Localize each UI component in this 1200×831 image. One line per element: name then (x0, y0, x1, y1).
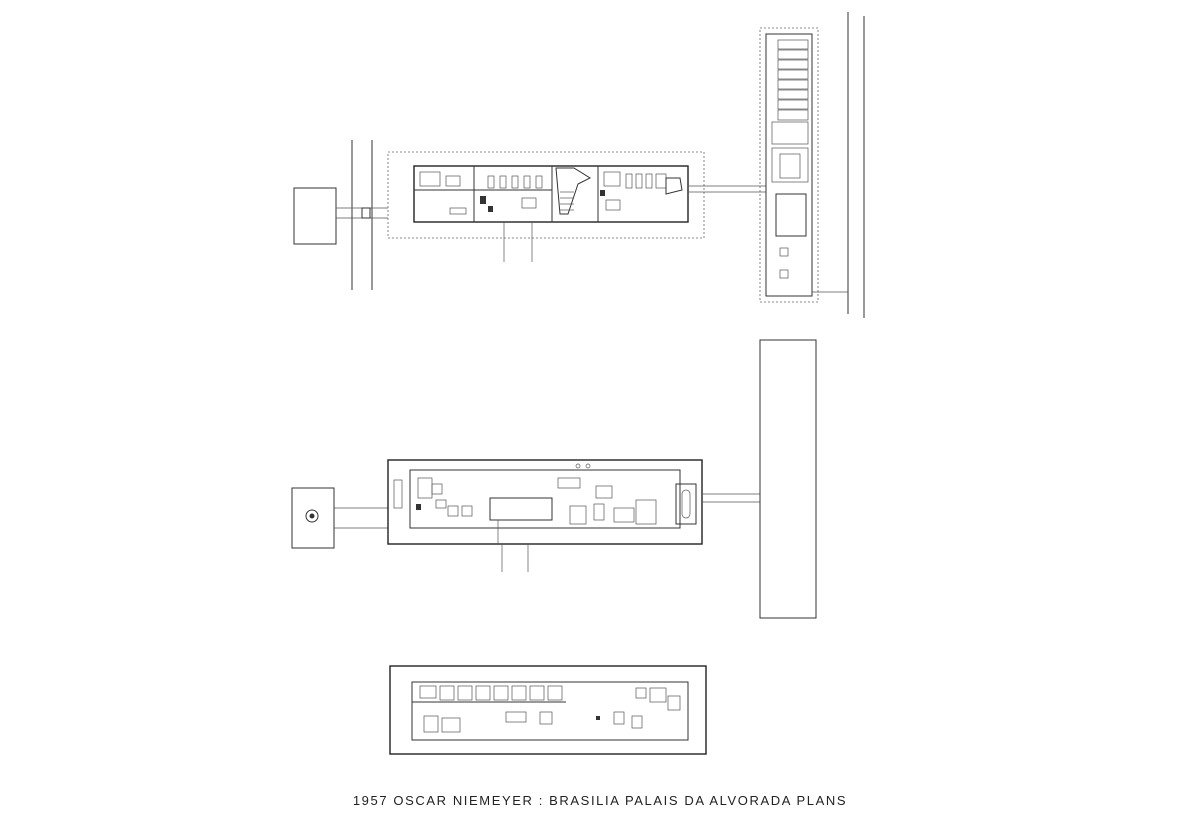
outer-frame (387, 459, 703, 545)
annex-outline (765, 33, 813, 297)
bridge-detail (361, 207, 371, 219)
annex-block (759, 339, 817, 619)
inner-outline (411, 681, 689, 741)
lower-floor-plan (389, 665, 707, 755)
plan-caption: 1957 OSCAR NIEMEYER : BRASILIA PALAIS DA… (352, 793, 848, 808)
floor-plans-drawing (291, 12, 865, 755)
chapel-block (293, 187, 337, 245)
chapel-symbol (305, 509, 319, 523)
perimeter-dashed (387, 151, 705, 239)
interior-rooms (412, 685, 681, 733)
inner-outline (409, 469, 681, 529)
interior-rooms (414, 166, 683, 222)
upper-floor-plan (293, 12, 865, 318)
outer-frame (389, 665, 707, 755)
annex-dashed (759, 27, 819, 303)
interior-rooms (393, 463, 697, 544)
ground-floor-plan (291, 339, 817, 619)
chapel-block (291, 487, 335, 549)
annex-rooms (771, 39, 809, 279)
main-outline (413, 165, 689, 223)
